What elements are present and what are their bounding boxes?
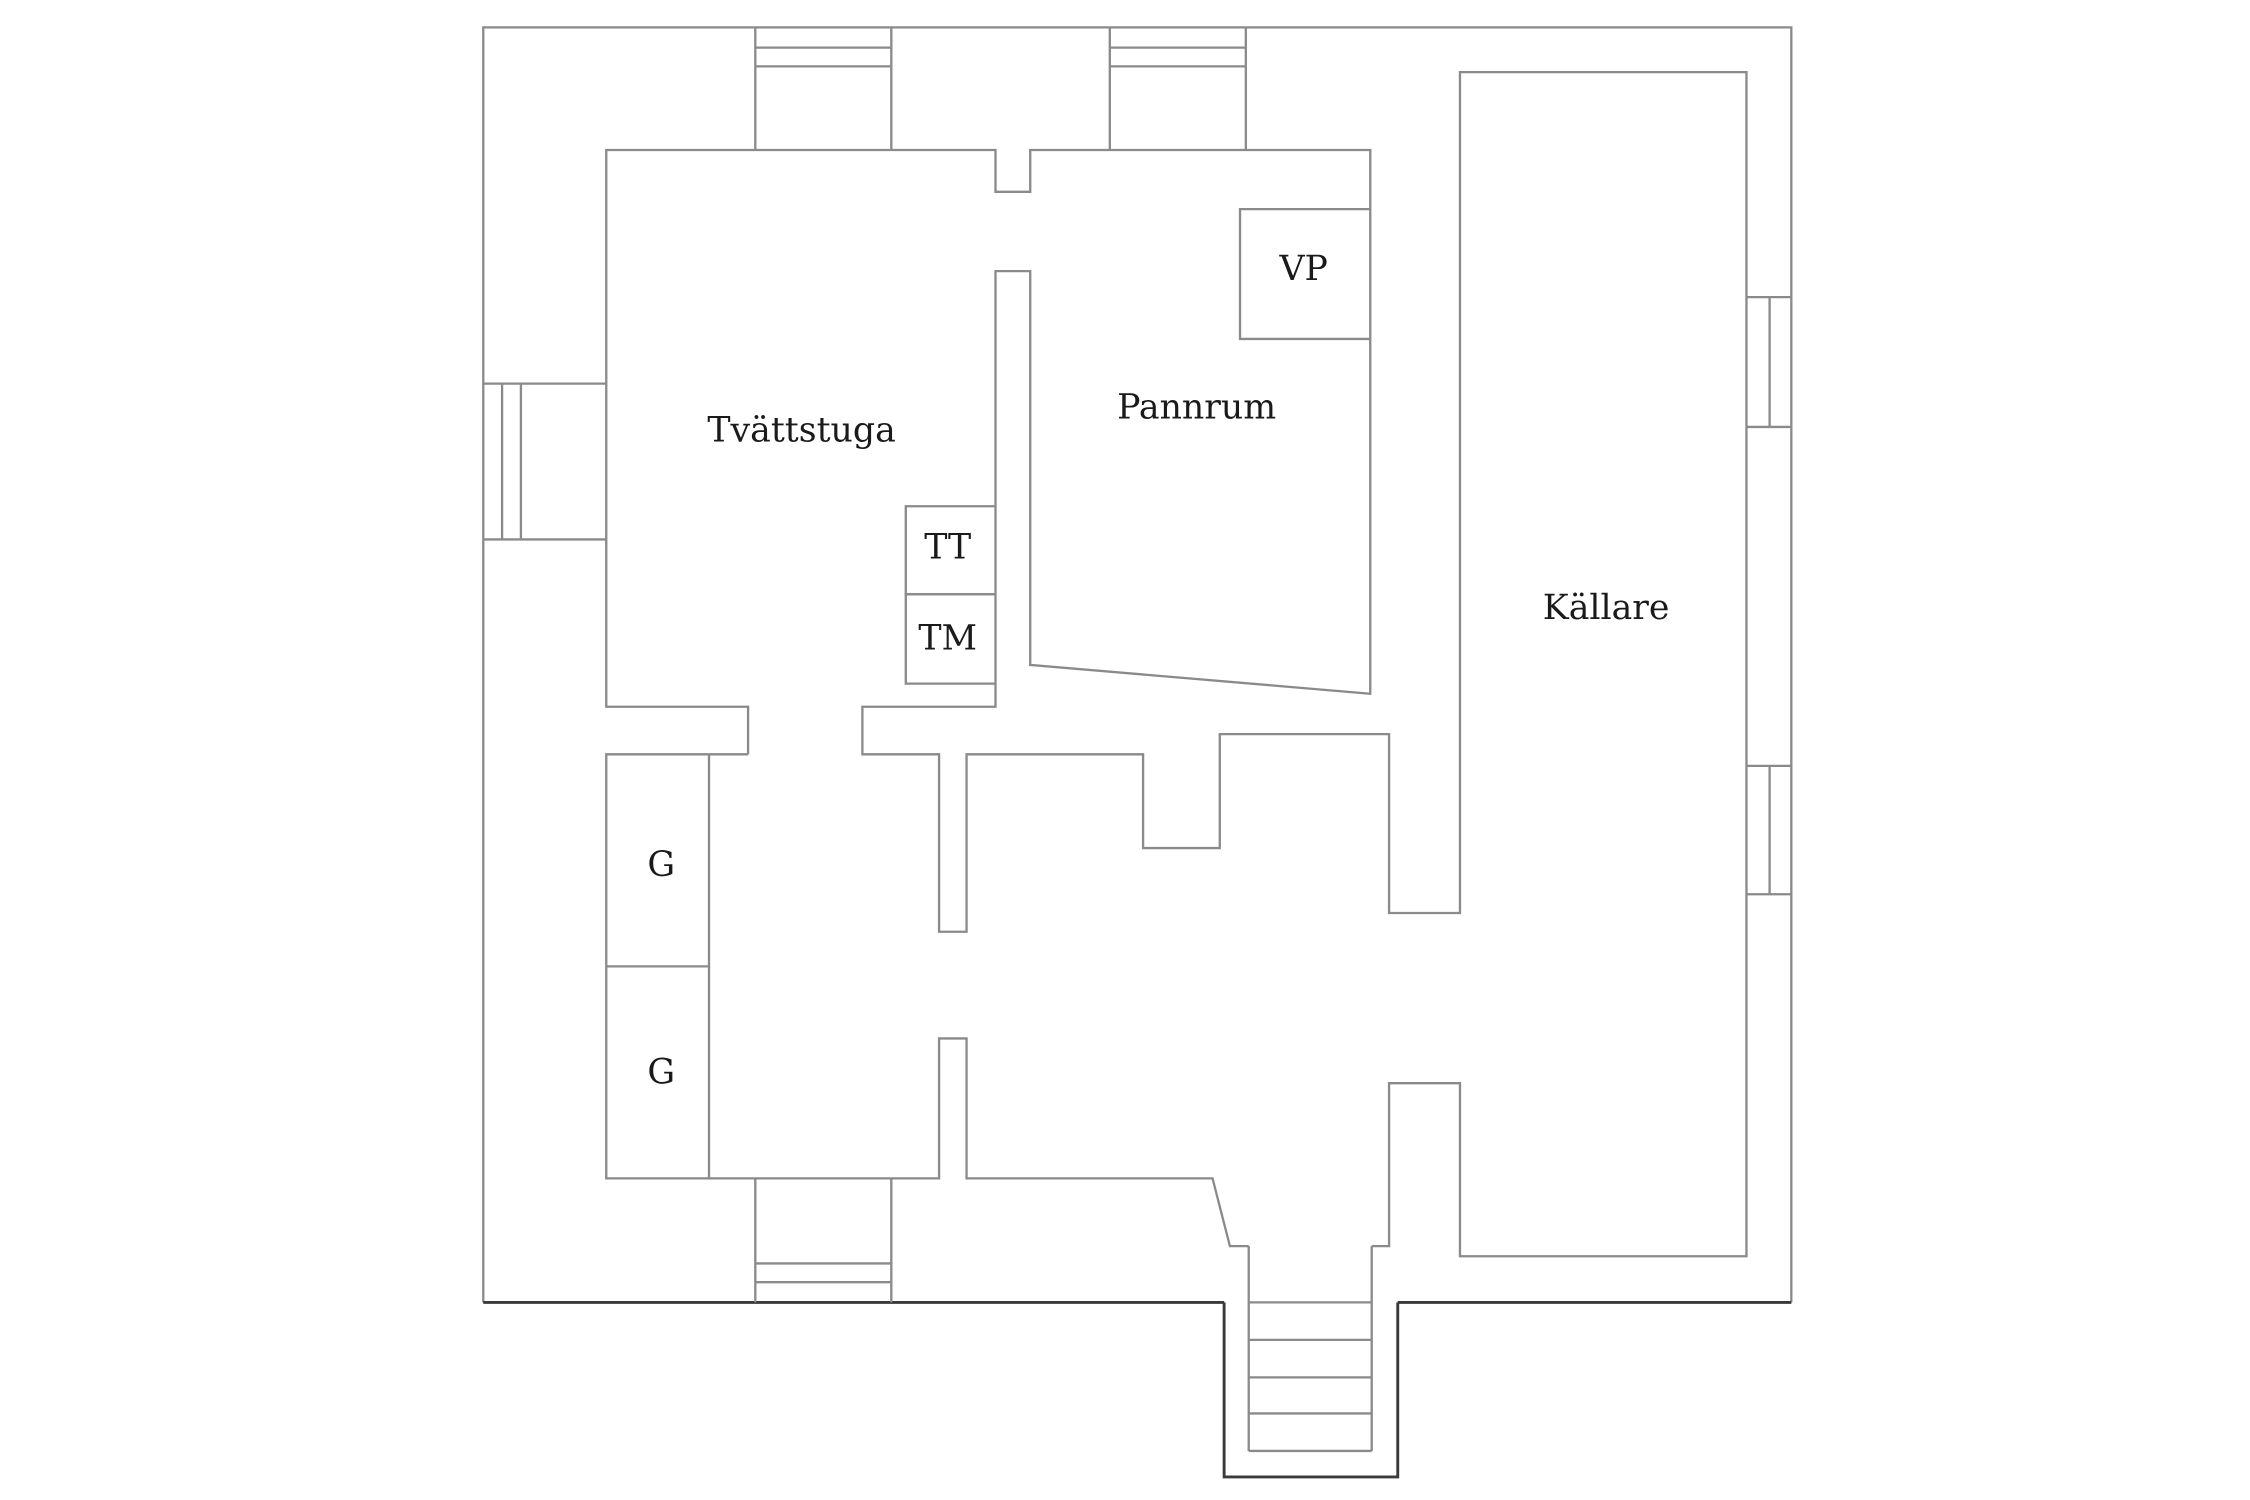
fixture-label-g-upper: G bbox=[647, 845, 675, 885]
room-label-kallare: Källare bbox=[1543, 588, 1670, 628]
window-bottom bbox=[754, 1178, 893, 1303]
wall-laundry-boiler bbox=[605, 70, 1748, 1258]
fixture-label-g-lower: G bbox=[647, 1053, 675, 1093]
room-label-pannrum: Pannrum bbox=[1117, 388, 1276, 428]
room-label-tvattstuga: Tvättstuga bbox=[707, 411, 895, 451]
window-left bbox=[483, 382, 607, 541]
wall-lower-corridor bbox=[605, 753, 1249, 1248]
window-top-right bbox=[1108, 27, 1247, 150]
fixture-label-vp: VP bbox=[1278, 249, 1327, 289]
outer-wall bbox=[482, 26, 1793, 1303]
window-right-lower bbox=[1746, 764, 1792, 896]
tm-box bbox=[904, 593, 996, 685]
vp-box bbox=[1238, 207, 1371, 341]
fixture-label-tt: TT bbox=[924, 528, 971, 568]
fixture-label-tm: TM bbox=[918, 618, 977, 658]
window-top-left bbox=[754, 27, 893, 150]
stair-well-outer bbox=[1222, 1302, 1400, 1479]
window-right-upper bbox=[1746, 295, 1792, 429]
staircase bbox=[1247, 1246, 1373, 1453]
